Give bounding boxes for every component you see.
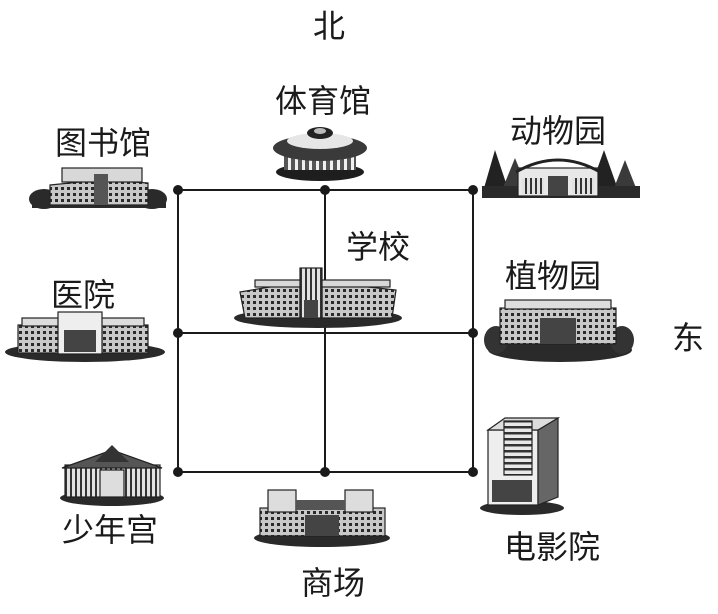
mall-building-icon <box>254 489 390 547</box>
botanical-garden-building-icon <box>484 299 634 362</box>
botanical-garden-label: 植物园 <box>505 257 601 295</box>
grid-point-top-center <box>320 185 330 195</box>
grid <box>173 185 478 477</box>
school-building-icon <box>234 267 402 328</box>
grid-point-bottom-right <box>468 467 478 477</box>
grid-point-top-left <box>173 185 183 195</box>
cinema-label: 电影院 <box>504 528 600 566</box>
grid-point-bottom-left <box>173 467 183 477</box>
library-label: 图书馆 <box>55 124 151 162</box>
library-building-icon <box>29 167 167 209</box>
stadium-icon <box>273 127 367 181</box>
grid-point-middle-left <box>173 328 183 338</box>
grid-point-bottom-center <box>320 467 330 477</box>
zoo-gate-icon <box>482 150 640 198</box>
gym-label: 体育馆 <box>275 82 371 120</box>
youth-palace-building-icon <box>60 445 164 506</box>
cinema-building-icon <box>480 416 564 515</box>
school-label: 学校 <box>346 228 410 266</box>
grid-point-middle-right <box>468 328 478 338</box>
grid-point-top-right <box>468 185 478 195</box>
mall-label: 商场 <box>301 564 365 602</box>
youth-palace-label: 少年宫 <box>62 511 158 549</box>
east-label: 东 <box>672 319 704 357</box>
north-label: 北 <box>313 7 345 45</box>
zoo-label: 动物园 <box>510 112 606 150</box>
hospital-building-icon <box>5 311 165 362</box>
hospital-label: 医院 <box>51 276 115 314</box>
